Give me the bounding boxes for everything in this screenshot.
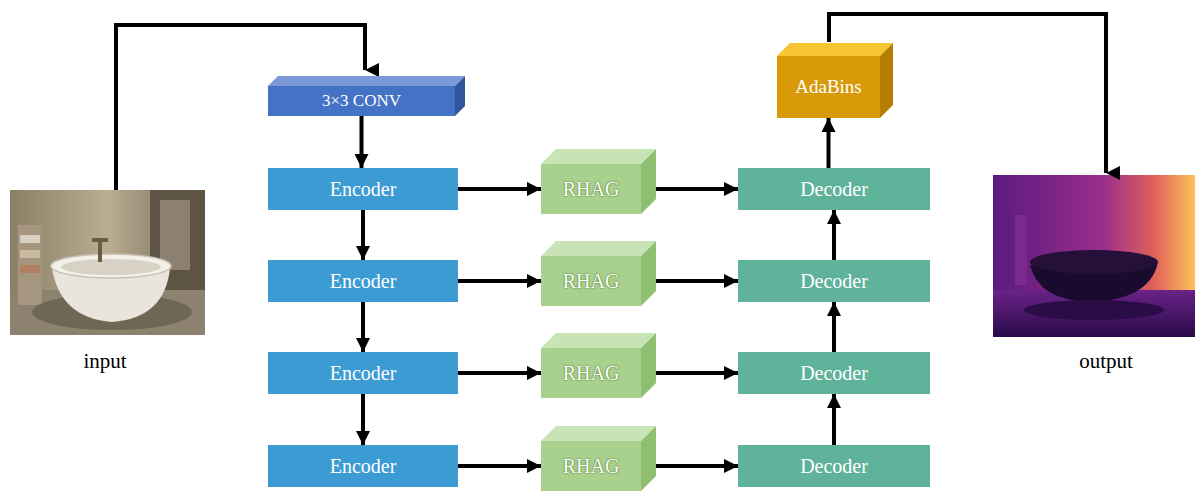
decoder-box: Decoder — [738, 260, 930, 302]
front-rect — [268, 352, 458, 394]
node-label: Encoder — [330, 455, 397, 478]
flow-arrow — [827, 118, 831, 168]
front-face: RHAG — [541, 164, 641, 214]
front-rect — [738, 445, 930, 487]
flow-arrow — [656, 279, 738, 283]
flow-arrow — [656, 187, 738, 191]
front-rect — [541, 164, 641, 214]
front-face: Decoder — [738, 168, 930, 210]
front-face: RHAG — [541, 348, 641, 398]
flow-arrow — [656, 371, 738, 375]
front-face: Decoder — [738, 260, 930, 302]
front-face: Decoder — [738, 445, 930, 487]
node-label: AdaBins — [795, 76, 862, 98]
node-label: 3×3 CONV — [322, 91, 401, 111]
side-face — [641, 149, 656, 214]
decoder-box: Decoder — [738, 352, 930, 394]
node-label: RHAG — [563, 270, 620, 293]
node-label: Decoder — [800, 270, 868, 293]
encoder-box: Encoder — [268, 168, 458, 210]
top-face — [268, 76, 465, 86]
front-face: RHAG — [541, 441, 641, 491]
flow-arrow — [361, 302, 365, 352]
front-rect — [541, 256, 641, 306]
flow-arrow — [458, 371, 541, 375]
front-rect — [541, 441, 641, 491]
node-label: Encoder — [330, 270, 397, 293]
output-depth-map — [993, 175, 1195, 337]
node-label: Decoder — [800, 362, 868, 385]
rhag-block: RHAG — [541, 241, 656, 306]
node-label: Decoder — [800, 178, 868, 201]
front-rect — [268, 445, 458, 487]
image-caption: input — [83, 349, 126, 374]
front-rect — [738, 260, 930, 302]
top-face — [541, 426, 656, 441]
conv-block: 3×3 CONV — [268, 76, 465, 116]
top-face — [541, 241, 656, 256]
flow-arrow — [361, 210, 365, 260]
flow-arrow — [458, 279, 541, 283]
flow-arrow — [832, 394, 836, 445]
front-rect — [268, 260, 458, 302]
input-photo — [10, 190, 205, 335]
encoder-box: Encoder — [268, 445, 458, 487]
flow-arrow — [832, 302, 836, 352]
node-label: Encoder — [330, 362, 397, 385]
side-face — [880, 43, 893, 118]
node-label: RHAG — [563, 362, 620, 385]
side-face — [641, 426, 656, 491]
side-face — [641, 333, 656, 398]
encoder-box: Encoder — [268, 352, 458, 394]
adabins-block: AdaBins — [777, 43, 893, 118]
rhag-block: RHAG — [541, 149, 656, 214]
flow-arrow — [458, 187, 541, 191]
front-face: Encoder — [268, 352, 458, 394]
flow-arrow — [361, 394, 365, 445]
top-face — [541, 149, 656, 164]
decoder-box: Decoder — [738, 445, 930, 487]
flow-arrow — [360, 116, 364, 168]
encoder-box: Encoder — [268, 260, 458, 302]
front-rect — [738, 352, 930, 394]
image-caption: output — [1079, 349, 1133, 374]
decoder-box: Decoder — [738, 168, 930, 210]
side-face — [455, 76, 465, 116]
node-label: RHAG — [563, 455, 620, 478]
node-label: Encoder — [330, 178, 397, 201]
rhag-block: RHAG — [541, 426, 656, 491]
flow-arrow — [832, 210, 836, 260]
node-label: RHAG — [563, 178, 620, 201]
front-face: Encoder — [268, 445, 458, 487]
front-rect — [541, 348, 641, 398]
front-face: RHAG — [541, 256, 641, 306]
top-face — [541, 333, 656, 348]
front-rect — [268, 168, 458, 210]
front-rect — [268, 86, 455, 116]
front-face: 3×3 CONV — [268, 86, 455, 116]
side-face — [641, 241, 656, 306]
front-face: Encoder — [268, 260, 458, 302]
front-face: AdaBins — [777, 56, 880, 118]
front-rect — [738, 168, 930, 210]
top-face — [777, 43, 893, 56]
rhag-block: RHAG — [541, 333, 656, 398]
node-label: Decoder — [800, 455, 868, 478]
flow-arrow — [458, 464, 541, 468]
front-rect — [777, 56, 880, 118]
front-face: Decoder — [738, 352, 930, 394]
flow-arrow — [656, 464, 738, 468]
front-face: Encoder — [268, 168, 458, 210]
